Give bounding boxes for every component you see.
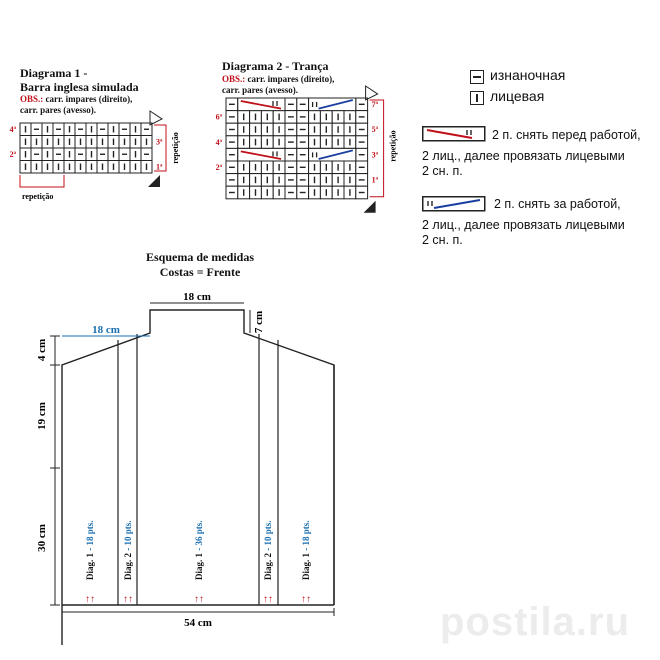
legend-cable-front-l1: 2 п. снять перед работой, [492,128,641,142]
knit-key-icon [470,91,484,105]
schema-title-line2: Costas = Frente [159,265,241,279]
cable-front-mark [240,100,282,110]
up-arrows-icon: ↑↑ [301,594,311,605]
neck-width-label: 18 cm [183,291,211,303]
legend-purl: изнаночная [490,67,566,83]
up-arrows-icon: ↑↑ [123,594,133,605]
shoulder-width-label: 18 cm [92,324,120,336]
diagram2-title-block: Diagrama 2 - Trança OBS.: carr. impares … [222,59,334,96]
row-label: 1ª [372,176,379,185]
bottom-width-label: 54 cm [184,617,212,629]
diagram2-obs: OBS.: carr. impares (direito), carr. par… [222,74,335,95]
row-label: 2ª [216,163,223,172]
stitch-diagrams: 4ª 2ª 3ª 1ª repetição repetição 6ª 4ª 2ª 7ª 5ª 3ª 1ª… [10,85,398,213]
repeat-bottom-label: repetição [22,192,53,201]
repeat-side-label: repetição [171,132,180,163]
body-length-label: 30 cm [36,524,48,552]
repeat-side-label: repetição [389,130,398,161]
shoulder-drop-label: 4 cm [36,339,48,361]
repeat-bracket [154,124,167,172]
cable-back-mark [318,99,354,110]
panel-label: Diag. 1 - 18 pts. [301,520,311,580]
legend-cable-back-l2: 2 лиц., далее провязать лицевыми [422,218,625,232]
panel-label: Diag. 2 - 10 pts. [123,520,133,580]
legend-cable-back-l1: 2 п. снять за работой, [494,197,621,211]
up-arrows-icon: ↑↑ [194,594,204,605]
diagram1-title-line2: Barra inglesa simulada [20,80,139,94]
cable-back-icon [422,196,486,212]
measurement-schema: 18 cm 7 cm 18 cm 4 cm 19 cm 30 cm 54 cm … [36,291,335,645]
panel-label: Diag. 1 - 36 pts. [194,520,204,580]
diagram1-title: Diagrama 1 - Barra inglesa simulada OBS.… [20,66,139,116]
legend-knit: лицевая [490,88,545,104]
row-label: 3ª [156,138,163,147]
schema-title: Esquema de medidas Costas = Frente [140,250,260,280]
legend-cable-front-l3: 2 сн. п. [422,164,463,178]
row-label: 6ª [216,113,223,122]
arrow-right-icon [148,175,160,187]
row-label: 4ª [10,125,17,134]
row-label: 2ª [10,150,17,159]
up-arrows-icon: ↑↑ [263,594,273,605]
schema-title-line1: Esquema de medidas [145,250,255,264]
repeat-bracket [19,175,65,188]
diagram1-title-line1: Diagrama 1 - [20,66,88,80]
cable-front-icon [422,126,486,142]
row-label: 3ª [372,150,379,159]
repeat-bracket [369,99,385,198]
arrow-right-icon [363,200,376,213]
legend-cable-back-l3: 2 сн. п. [422,233,463,247]
cable-front-mark [240,150,282,160]
diagram1-obs: OBS.: carr. impares (direito), carr. par… [20,94,133,115]
row-label: 4ª [216,138,223,147]
armhole-label: 19 cm [36,402,48,430]
row-label: 7ª [372,100,379,109]
arrow-left-icon [149,110,163,126]
diagram2-title: Diagrama 2 - Trança [222,59,329,73]
purl-key-icon [470,70,484,84]
garment-outline [61,309,335,645]
legend-cable-front-l2: 2 лиц., далее провязать лицевыми [422,149,625,163]
panel-label: Diag. 1 - 18 pts. [85,520,95,580]
cable-back-mark [318,149,354,160]
neck-height-label: 7 cm [253,311,265,333]
panel-label: Diag. 2 - 10 pts. [263,520,273,580]
row-label: 5ª [372,125,379,134]
up-arrows-icon: ↑↑ [85,594,95,605]
watermark: postila.ru [440,600,631,644]
arrow-left-icon [365,85,379,101]
row-label: 1ª [156,163,163,172]
